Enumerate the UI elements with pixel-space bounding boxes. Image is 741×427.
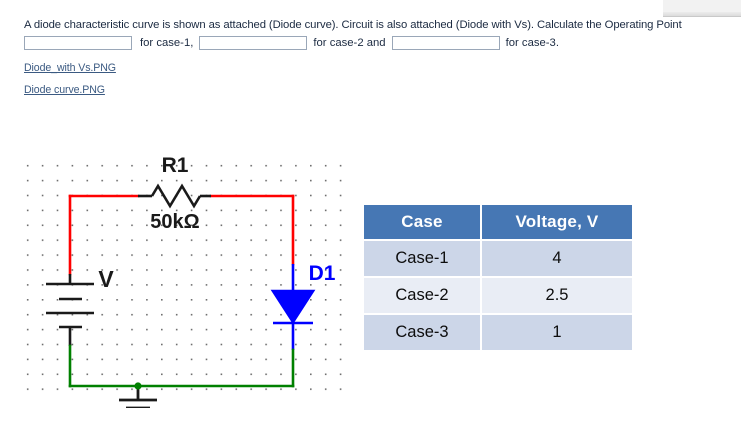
schematic-grid: [18, 160, 350, 403]
source-label-v: V: [98, 266, 114, 292]
table-row: Case-1 4: [364, 241, 632, 276]
cell-case-3: Case-3: [364, 315, 480, 350]
table-header-case: Case: [364, 205, 480, 239]
label-for-case-2: for case-2 and: [313, 37, 386, 49]
wire-bottom-green: [68, 344, 295, 388]
wire-top-red: [68, 194, 295, 276]
circuit-schematic: R1 50kΩ V D1: [12, 150, 352, 408]
table-header-voltage: Voltage, V: [482, 205, 632, 239]
diode-d1: [270, 264, 316, 350]
voltage-source-v: [46, 274, 94, 346]
label-for-case-1: for case-1,: [140, 37, 194, 49]
table-header-row: Case Voltage, V: [364, 205, 632, 239]
diode-ref-label: D1: [309, 262, 336, 285]
table-row: Case-2 2.5: [364, 278, 632, 313]
voltage-table: Case Voltage, V Case-1 4 Case-2 2.5 Case…: [362, 203, 634, 352]
resistor-r1: [138, 183, 211, 209]
answer-row: for case-1, for case-2 and for case-3.: [24, 34, 724, 52]
ground-junction-dot: [134, 382, 142, 390]
answer-input-case-2[interactable]: [199, 36, 308, 50]
answer-input-case-1[interactable]: [24, 36, 132, 50]
cell-voltage-1: 4: [482, 241, 632, 276]
answer-input-case-3[interactable]: [391, 36, 500, 50]
resistor-value-label: 50kΩ: [150, 211, 199, 233]
question-text: A diode characteristic curve is shown as…: [24, 19, 682, 31]
window-chrome-fragment: [663, 0, 741, 17]
resistor-ref-label: R1: [162, 154, 189, 177]
cell-case-2: Case-2: [364, 278, 480, 313]
label-for-case-3: for case-3.: [505, 37, 559, 49]
cell-voltage-3: 1: [482, 315, 632, 350]
cell-case-1: Case-1: [364, 241, 480, 276]
question-block: A diode characteristic curve is shown as…: [24, 18, 724, 52]
attachment-link-diode-curve[interactable]: Diode curve.PNG: [24, 84, 105, 96]
attachment-link-diode-with-vs[interactable]: Diode_with Vs.PNG: [24, 62, 116, 74]
cell-voltage-2: 2.5: [482, 278, 632, 313]
window-chrome-strip: [663, 12, 741, 16]
table-row: Case-3 1: [364, 315, 632, 350]
